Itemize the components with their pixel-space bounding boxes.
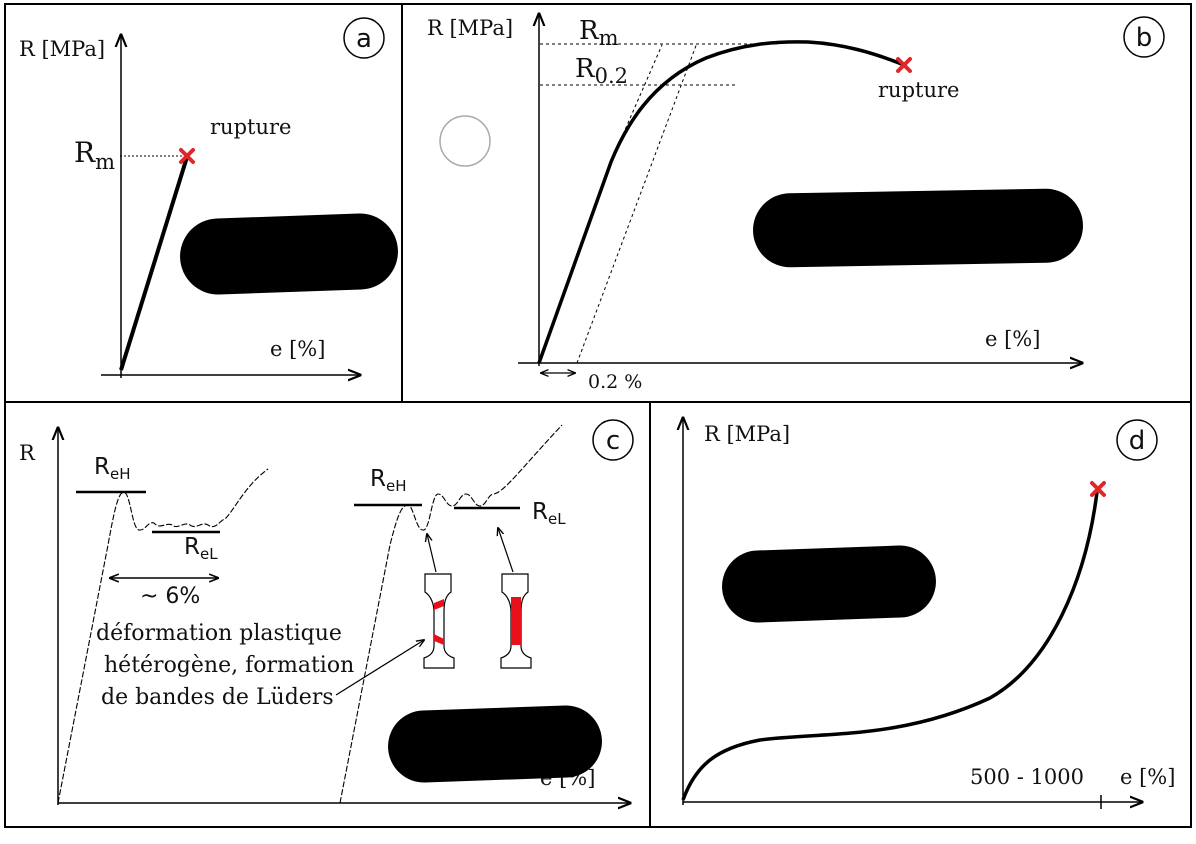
- panel-b-elastic-extension: [610, 44, 663, 163]
- panel-d-rupture-marker: [1090, 481, 1106, 497]
- panel-a-tag: a: [343, 17, 385, 59]
- panel-b: b R [MPa] e [%] rupture Rm R0.2 0.2 %: [427, 14, 1165, 393]
- panel-d: d R [MPa] e [%] 500 - 1000: [683, 418, 1175, 809]
- panel-a-rm-label: Rm: [74, 136, 115, 174]
- panel-c-arrow-to-band: [335, 640, 424, 696]
- panel-b-stress-strain-curve: [537, 40, 905, 364]
- panel-c-curve-1: [57, 468, 269, 804]
- panel-b-tag: b: [1123, 16, 1165, 58]
- panel-b-x-axis-label: e [%]: [985, 327, 1040, 351]
- panel-c-arrow-to-lower-yield: [427, 534, 437, 573]
- panel-c-reh-label-2: ReH: [370, 466, 407, 495]
- panel-a-rupture-marker: [179, 148, 195, 164]
- panel-b-offset-label: 0.2 %: [588, 371, 642, 393]
- panel-b-empty-circle: [439, 115, 491, 167]
- panel-c-reh-label-1: ReH: [94, 454, 131, 483]
- svg-text:c: c: [606, 426, 620, 456]
- panel-c-strain-label: ~ 6%: [140, 584, 200, 609]
- panel-c: c R e [%] ReH ReL ~ 6% ReH ReL déform: [19, 419, 634, 805]
- panel-c-rel-label-1: ReL: [184, 534, 218, 563]
- panel-c-y-axis-label: R: [19, 441, 36, 465]
- svg-text:b: b: [1136, 23, 1153, 53]
- panel-b-rm-label: Rm: [579, 16, 619, 50]
- panel-d-x-axis-label: e [%]: [1120, 765, 1175, 789]
- panel-b-rp-label: R0.2: [575, 54, 628, 88]
- panel-d-tag: d: [1116, 419, 1158, 461]
- panel-borders: [4, 3, 1192, 828]
- panel-d-redaction-blob: [722, 545, 936, 623]
- panel-c-curve-2: [339, 424, 563, 804]
- panel-b-rupture-label: rupture: [878, 78, 959, 102]
- panel-c-specimen-2: [500, 573, 532, 669]
- panel-c-rel-label-2: ReL: [532, 499, 566, 528]
- panel-c-specimen-1: [423, 573, 455, 669]
- panel-c-arrow-to-plateau: [498, 528, 514, 573]
- panel-c-redaction-blob: [388, 705, 602, 783]
- panel-d-y-axis-label: R [MPa]: [704, 422, 790, 446]
- panel-a-x-axis-label: e [%]: [270, 337, 325, 361]
- panel-a-redaction-blob: [180, 213, 398, 295]
- panel-b-offset-line: [576, 42, 698, 364]
- panel-d-x-tick-label: 500 - 1000: [970, 765, 1084, 789]
- panel-b-y-axis-label: R [MPa]: [427, 16, 513, 40]
- panel-d-stress-strain-curve: [681, 491, 1099, 801]
- panel-b-redaction-blob: [753, 188, 1083, 268]
- panel-a-rupture-label: rupture: [210, 115, 291, 139]
- panel-c-annotation: déformation plastique hétérogène, format…: [96, 621, 361, 710]
- panel-c-tag: c: [592, 419, 634, 461]
- panel-a: a R [MPa] e [%] Rm rupture: [19, 17, 398, 378]
- panel-a-elastic-line: [119, 156, 189, 371]
- svg-text:a: a: [356, 24, 372, 54]
- svg-text:d: d: [1129, 426, 1146, 456]
- panel-b-rupture-marker: [896, 57, 912, 73]
- panel-a-y-axis-label: R [MPa]: [19, 37, 105, 61]
